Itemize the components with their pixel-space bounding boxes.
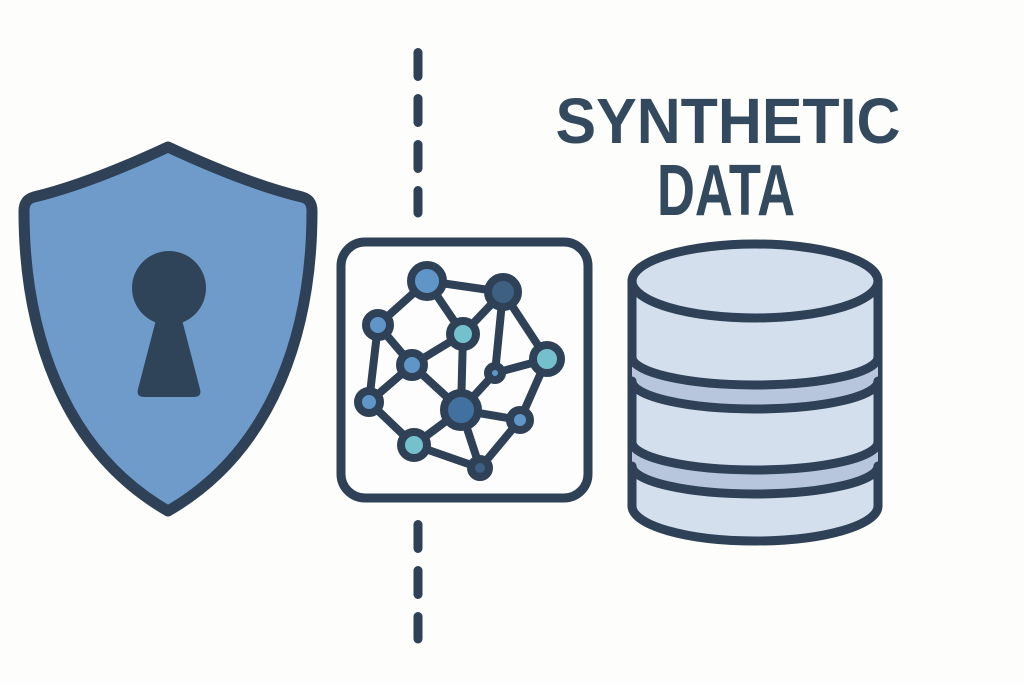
database-separator-2 — [627, 437, 883, 499]
database-top-ellipse — [627, 239, 883, 323]
keyhole-icon — [132, 251, 206, 397]
database-separator-1 — [627, 352, 883, 414]
title-line1: SYNTHETIC — [556, 85, 901, 157]
network-nodes — [354, 261, 565, 481]
title-line2: DATA — [657, 151, 795, 231]
